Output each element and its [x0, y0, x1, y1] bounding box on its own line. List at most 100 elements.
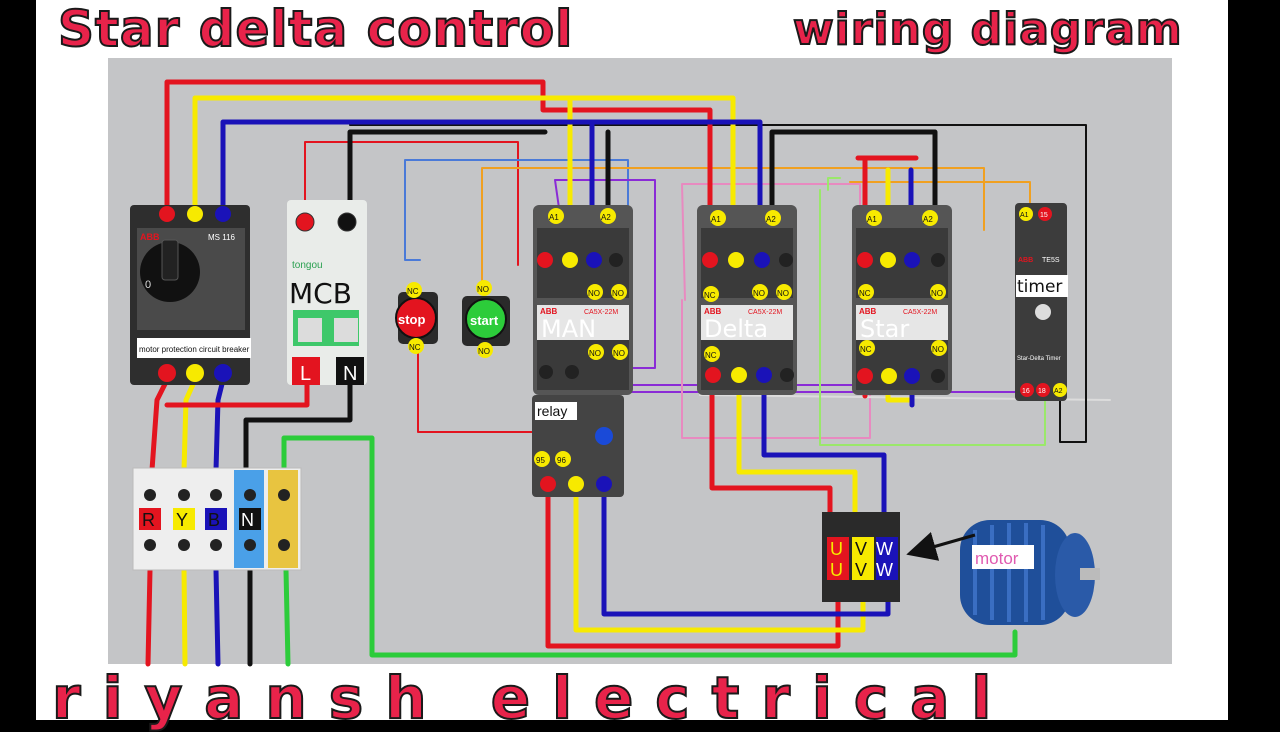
- svg-text:W: W: [876, 539, 893, 559]
- svg-text:NO: NO: [777, 289, 789, 298]
- svg-text:ABB: ABB: [704, 307, 722, 316]
- svg-text:NO: NO: [612, 289, 624, 298]
- mpcb-model: MS 116: [208, 233, 236, 242]
- wire-main-u: [545, 482, 841, 649]
- title-left: Star delta control: [57, 0, 574, 59]
- svg-text:U: U: [830, 539, 843, 559]
- terminal-b: B: [208, 510, 220, 530]
- motor: motor: [906, 520, 1100, 625]
- stop-button[interactable]: stop NC NC: [395, 282, 438, 354]
- svg-text:Star-Delta Timer: Star-Delta Timer: [1017, 356, 1061, 362]
- overload-relay: relay 95 96: [532, 395, 624, 497]
- mpcb-term-out-2: [186, 364, 204, 382]
- mcb: tongou MCB L N: [287, 200, 367, 385]
- terminal-n: N: [241, 510, 254, 530]
- svg-text:96: 96: [557, 456, 566, 465]
- svg-text:NC: NC: [860, 345, 872, 354]
- mpcb: ABB MS 116 0 motor protection circuit br…: [130, 205, 251, 385]
- wire-relay-stop: [417, 339, 541, 461]
- svg-text:U: U: [830, 560, 843, 580]
- svg-text:A2: A2: [766, 215, 776, 224]
- wire-pink-2: [681, 299, 871, 439]
- timer-label: timer: [1017, 277, 1062, 297]
- svg-text:ABB: ABB: [540, 307, 558, 316]
- svg-text:A1: A1: [867, 215, 877, 224]
- svg-text:95: 95: [536, 456, 545, 465]
- wire-stop-feed: [304, 141, 519, 266]
- motor-arrow: [906, 531, 976, 561]
- motor-label: motor: [975, 549, 1019, 568]
- svg-text:NO: NO: [589, 349, 601, 358]
- wire-yellow-supply: [192, 95, 573, 258]
- svg-text:NC: NC: [407, 287, 419, 296]
- svg-text:A2: A2: [1054, 388, 1063, 395]
- svg-text:NO: NO: [477, 285, 489, 294]
- svg-text:W: W: [876, 560, 893, 580]
- mcb-label: MCB: [289, 277, 352, 310]
- svg-text:NC: NC: [704, 291, 716, 300]
- svg-text:V: V: [855, 539, 867, 559]
- svg-text:CA5X-22M: CA5X-22M: [903, 309, 937, 316]
- terminal-r: R: [142, 510, 155, 530]
- start-button[interactable]: start NO NO: [462, 280, 510, 358]
- wire-main-v: [573, 482, 866, 633]
- relay-label: relay: [537, 403, 567, 419]
- svg-text:CA5X-22M: CA5X-22M: [584, 309, 618, 316]
- svg-text:V: V: [855, 560, 867, 580]
- contactor-main-label: MAN: [541, 315, 596, 343]
- wire-timer-lgreen: [819, 189, 1046, 446]
- terminal-y: Y: [176, 510, 188, 530]
- wire-black-coil: [347, 129, 548, 223]
- mpcb-term-in-1: [159, 206, 175, 222]
- svg-text:NC: NC: [859, 289, 871, 298]
- mpcb-label: motor protection circuit breaker: [139, 345, 250, 354]
- wire-yellow-in: [181, 377, 198, 473]
- svg-text:A1: A1: [711, 215, 721, 224]
- svg-text:NO: NO: [932, 345, 944, 354]
- mcb-term-n: N: [343, 363, 357, 385]
- terminal-block: R Y B N: [132, 467, 302, 571]
- wire-delta-v: [736, 372, 858, 523]
- star-delta-timer: A1 15 ABB TE5S timer Star-Delta Timer 16…: [1015, 203, 1068, 401]
- mcb-brand: tongou: [292, 260, 323, 271]
- svg-text:18: 18: [1038, 388, 1046, 395]
- wire-blue-supply: [220, 119, 595, 258]
- contactor-delta: ABB CA5X-22M Delta A1 A2 NC NO NO NC: [697, 205, 797, 395]
- mpcb-term-out-3: [214, 364, 232, 382]
- svg-text:NO: NO: [613, 349, 625, 358]
- wire-mcb-red: [164, 382, 310, 408]
- svg-text:16: 16: [1022, 388, 1030, 395]
- wire-delta-u: [709, 372, 833, 533]
- svg-text:ABB: ABB: [1018, 257, 1033, 264]
- mpcb-dial-zero: 0: [145, 279, 151, 291]
- svg-text:NO: NO: [931, 289, 943, 298]
- svg-text:A2: A2: [923, 215, 933, 224]
- wire-black-coil-3: [769, 129, 938, 218]
- svg-text:A1: A1: [549, 213, 559, 222]
- svg-text:ABB: ABB: [859, 307, 877, 316]
- wire-black-timer: [349, 124, 1087, 443]
- mcb-term-l: L: [300, 363, 311, 385]
- svg-text:NC: NC: [705, 351, 717, 360]
- svg-text:CA5X-22M: CA5X-22M: [748, 309, 782, 316]
- svg-text:NC: NC: [409, 343, 421, 352]
- mpcb-term-in-3: [215, 206, 231, 222]
- wire-purple-1: [554, 179, 656, 369]
- svg-text:A1: A1: [1020, 212, 1029, 219]
- start-label: start: [470, 313, 499, 328]
- contactor-star-label: Star: [860, 315, 909, 343]
- wire-red-in: [149, 377, 170, 473]
- wire-blue-in: [213, 377, 226, 473]
- wire-yellow-delta: [567, 95, 736, 261]
- mpcb-term-out-1: [158, 364, 176, 382]
- wire-mcb-black: [243, 382, 353, 473]
- svg-text:TE5S: TE5S: [1042, 257, 1060, 264]
- contactor-star: ABB CA5X-22M Star A1 A2 NC NO NC NO: [852, 205, 952, 395]
- title-right: wiring diagram: [792, 3, 1183, 56]
- wire-green-earth: [281, 435, 1018, 658]
- svg-text:NO: NO: [588, 289, 600, 298]
- mpcb-term-in-2: [187, 206, 203, 222]
- svg-text:NO: NO: [753, 289, 765, 298]
- svg-text:A2: A2: [601, 213, 611, 222]
